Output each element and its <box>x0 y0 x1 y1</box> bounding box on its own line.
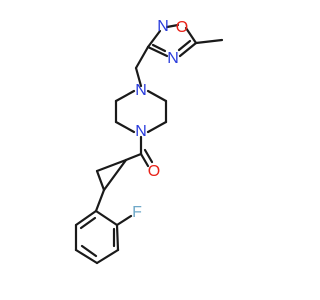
ring-nitrogen-low-label: N <box>167 50 179 67</box>
bond-cp-3 <box>95 158 128 173</box>
molecule-diagram: O N N N N O F <box>74 18 224 265</box>
carbonyl-oxygen-label: O <box>148 163 160 180</box>
piperazine-nitrogen-top-label: N <box>135 82 147 99</box>
bond-ph-6 <box>74 209 98 227</box>
bond-ph-inner-3 <box>79 216 97 230</box>
bond-c3-ch2 <box>134 45 150 70</box>
atom-labels: O N N N N O F <box>132 18 188 221</box>
bond-o1-c5 <box>184 26 198 45</box>
molecule-svg: O N N N N O F <box>74 18 224 265</box>
bond-c-f <box>115 214 133 227</box>
bond-ph-4 <box>74 248 99 265</box>
bond-n2-o1 <box>165 23 180 29</box>
bond-ph-inner-2 <box>80 244 98 258</box>
bond-pip-4 <box>146 120 168 134</box>
bond-c3-n2 <box>146 29 162 49</box>
bond-n4-c3-double <box>151 43 167 53</box>
bond-c5-methyl <box>194 38 224 45</box>
bonds <box>74 23 224 265</box>
bond-c5-n4 <box>178 41 198 58</box>
piperazine-nitrogen-bottom-label: N <box>135 123 147 140</box>
bond-ph-2 <box>115 223 120 252</box>
bond-cp-1 <box>102 158 128 192</box>
bond-ph-3 <box>95 248 120 265</box>
bond-carbonyl-cp <box>124 152 143 162</box>
ring-oxygen-label: O <box>176 19 188 36</box>
bond-pip-1 <box>114 89 136 103</box>
bond-ph-1 <box>94 209 119 227</box>
fluorine-label: F <box>132 204 142 221</box>
bond-ch2-npip <box>134 66 143 88</box>
bond-pip-3 <box>114 120 136 134</box>
bond-n4-c3 <box>146 45 169 58</box>
ring-nitrogen-top-label: N <box>157 18 169 35</box>
bond-pip-6 <box>146 89 168 103</box>
bond-c5-n4-double <box>177 39 192 52</box>
bond-carbonyl-o <box>139 152 150 168</box>
bond-carbonyl-o-double <box>143 148 154 164</box>
bond-cp-phenyl <box>94 188 106 213</box>
bond-cp-2 <box>95 169 106 192</box>
